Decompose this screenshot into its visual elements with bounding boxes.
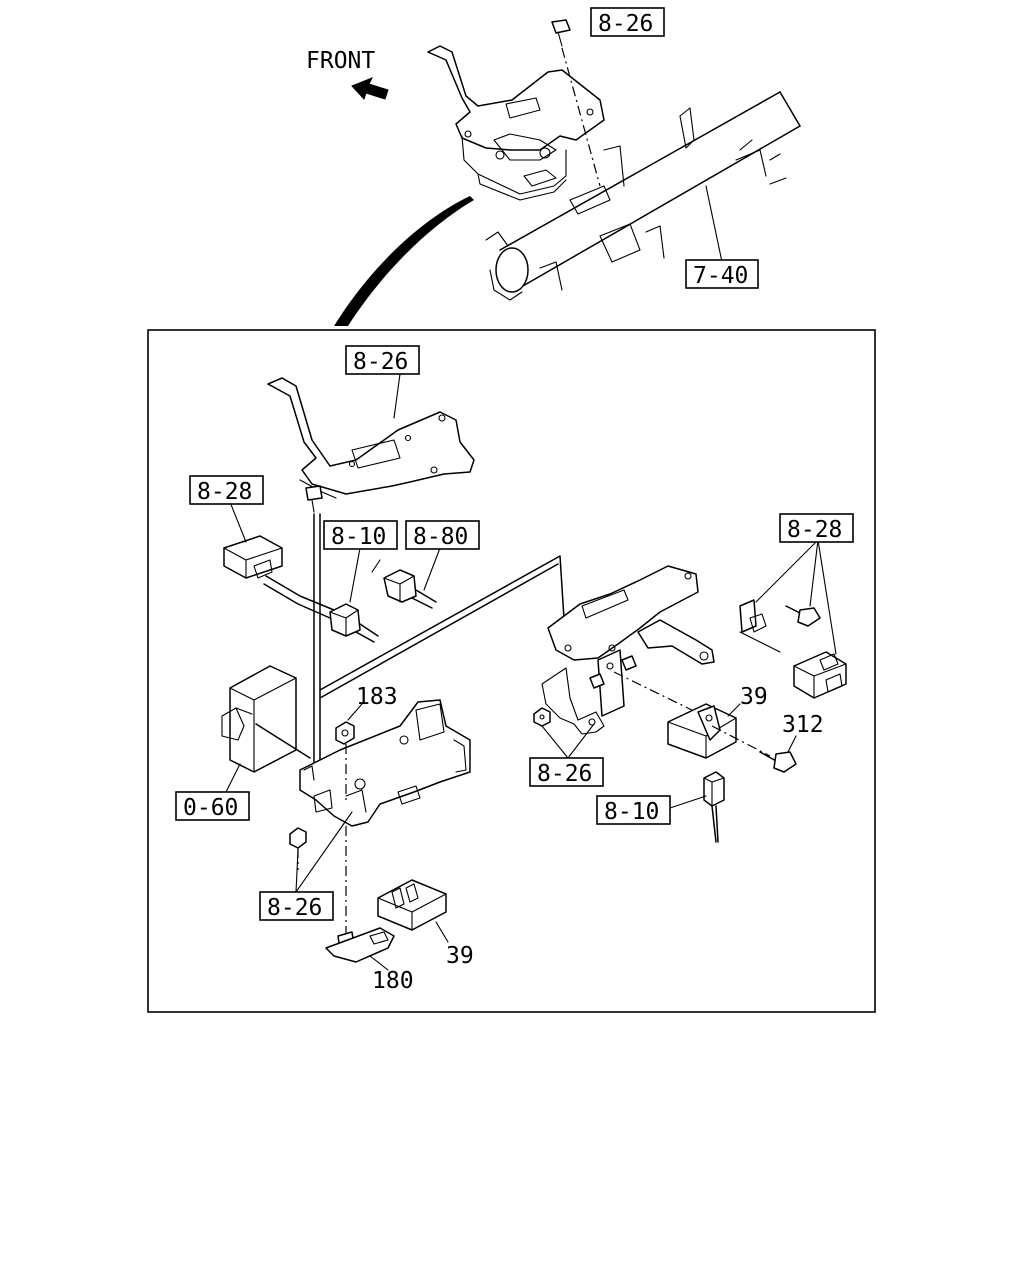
crossmember-leader	[705, 185, 723, 263]
relay-bottom	[377, 879, 447, 931]
callout-bracket: 8-26	[345, 345, 420, 375]
far-right-bolt	[785, 605, 821, 627]
bracket-studs	[589, 655, 637, 689]
callout-bracket-lower-right: 8-26	[529, 757, 604, 787]
callout-bracket-lower-right-label: 8-26	[537, 761, 592, 787]
lower-left-leader-a	[295, 811, 353, 893]
callout-connector-left-label: 8-28	[197, 479, 252, 505]
connector-far-right-leader-c	[817, 539, 837, 655]
callout-crossmember: 7-40	[685, 259, 759, 289]
callout-sensor: 8-10	[596, 795, 671, 825]
callout-module: 0-60	[175, 791, 250, 821]
connector-left	[223, 535, 283, 579]
detail-transition-arrow	[334, 196, 474, 326]
sensor	[703, 771, 725, 843]
nut	[335, 721, 355, 800]
sensor-leader	[669, 795, 707, 809]
control-module	[221, 665, 297, 773]
detail-frame	[147, 329, 876, 1013]
callout-connector-right-label: 8-80	[413, 524, 468, 550]
bottom-bolt-leader	[369, 955, 389, 971]
front-label: FRONT	[306, 48, 375, 74]
overview-bracket-assembly	[427, 45, 605, 201]
lower-left-bracket	[299, 699, 471, 827]
detail-screw	[305, 485, 323, 513]
relay-bottom-leader	[435, 921, 449, 943]
part-number-nut: 183	[356, 684, 398, 710]
part-number-bolt: 312	[782, 712, 824, 738]
connector-far-right-leader-a	[755, 539, 819, 603]
part-number-relay-right: 39	[740, 684, 768, 710]
connector-far-right	[793, 651, 847, 699]
detail-upper-bracket	[267, 377, 475, 499]
callout-connector-far-right-label: 8-28	[787, 517, 842, 543]
top-bolt	[551, 19, 601, 187]
callout-connector-right: 8-80	[405, 520, 480, 550]
connector-right	[383, 569, 437, 609]
module-wire	[255, 723, 311, 759]
far-right-clip	[739, 599, 781, 653]
callout-bracket-lower-left: 8-26	[259, 891, 334, 921]
right-mounting-bracket	[541, 565, 715, 735]
connector-mid	[329, 603, 379, 643]
overview-crossmember	[485, 91, 801, 301]
part-number-relay-bottom: 39	[446, 943, 474, 969]
callout-top-bolt-label: 8-26	[598, 11, 653, 37]
connector-far-right-leader-b	[809, 539, 819, 607]
right-small-nut	[533, 707, 551, 727]
callout-connector-mid-label: 8-10	[331, 524, 386, 550]
lower-left-leader-b	[295, 849, 299, 893]
lower-right-leader-a	[541, 725, 569, 759]
front-direction-indicator: FRONT	[306, 48, 389, 100]
callout-bracket-lower-left-label: 8-26	[267, 895, 322, 921]
callout-top-bolt: 8-26	[590, 7, 665, 37]
bottom-bolt	[325, 927, 395, 963]
callout-connector-left: 8-28	[189, 475, 264, 505]
callout-connector-mid: 8-10	[323, 520, 398, 550]
relay-right-leader	[727, 703, 741, 717]
callout-connector-far-right: 8-28	[779, 513, 854, 543]
nut-leader	[347, 703, 363, 721]
connector-left-leader	[229, 501, 247, 543]
front-arrow-icon	[351, 77, 389, 100]
relay-mount-axis	[613, 671, 701, 715]
module-leader	[225, 763, 241, 793]
part-number-bolt-bottom: 180	[372, 968, 414, 994]
callout-crossmember-label: 7-40	[693, 263, 748, 289]
lower-right-leader-b	[567, 723, 595, 759]
bracket-leader	[393, 373, 401, 419]
callout-bracket-label: 8-26	[353, 349, 408, 375]
small-nut	[289, 827, 307, 870]
connector-mid-leader	[349, 547, 361, 603]
callout-sensor-label: 8-10	[604, 799, 659, 825]
bolt	[711, 725, 797, 773]
relay-right	[667, 703, 737, 759]
callout-module-label: 0-60	[183, 795, 238, 821]
connector-right-leader	[423, 547, 441, 591]
bolt-leader	[787, 735, 797, 753]
